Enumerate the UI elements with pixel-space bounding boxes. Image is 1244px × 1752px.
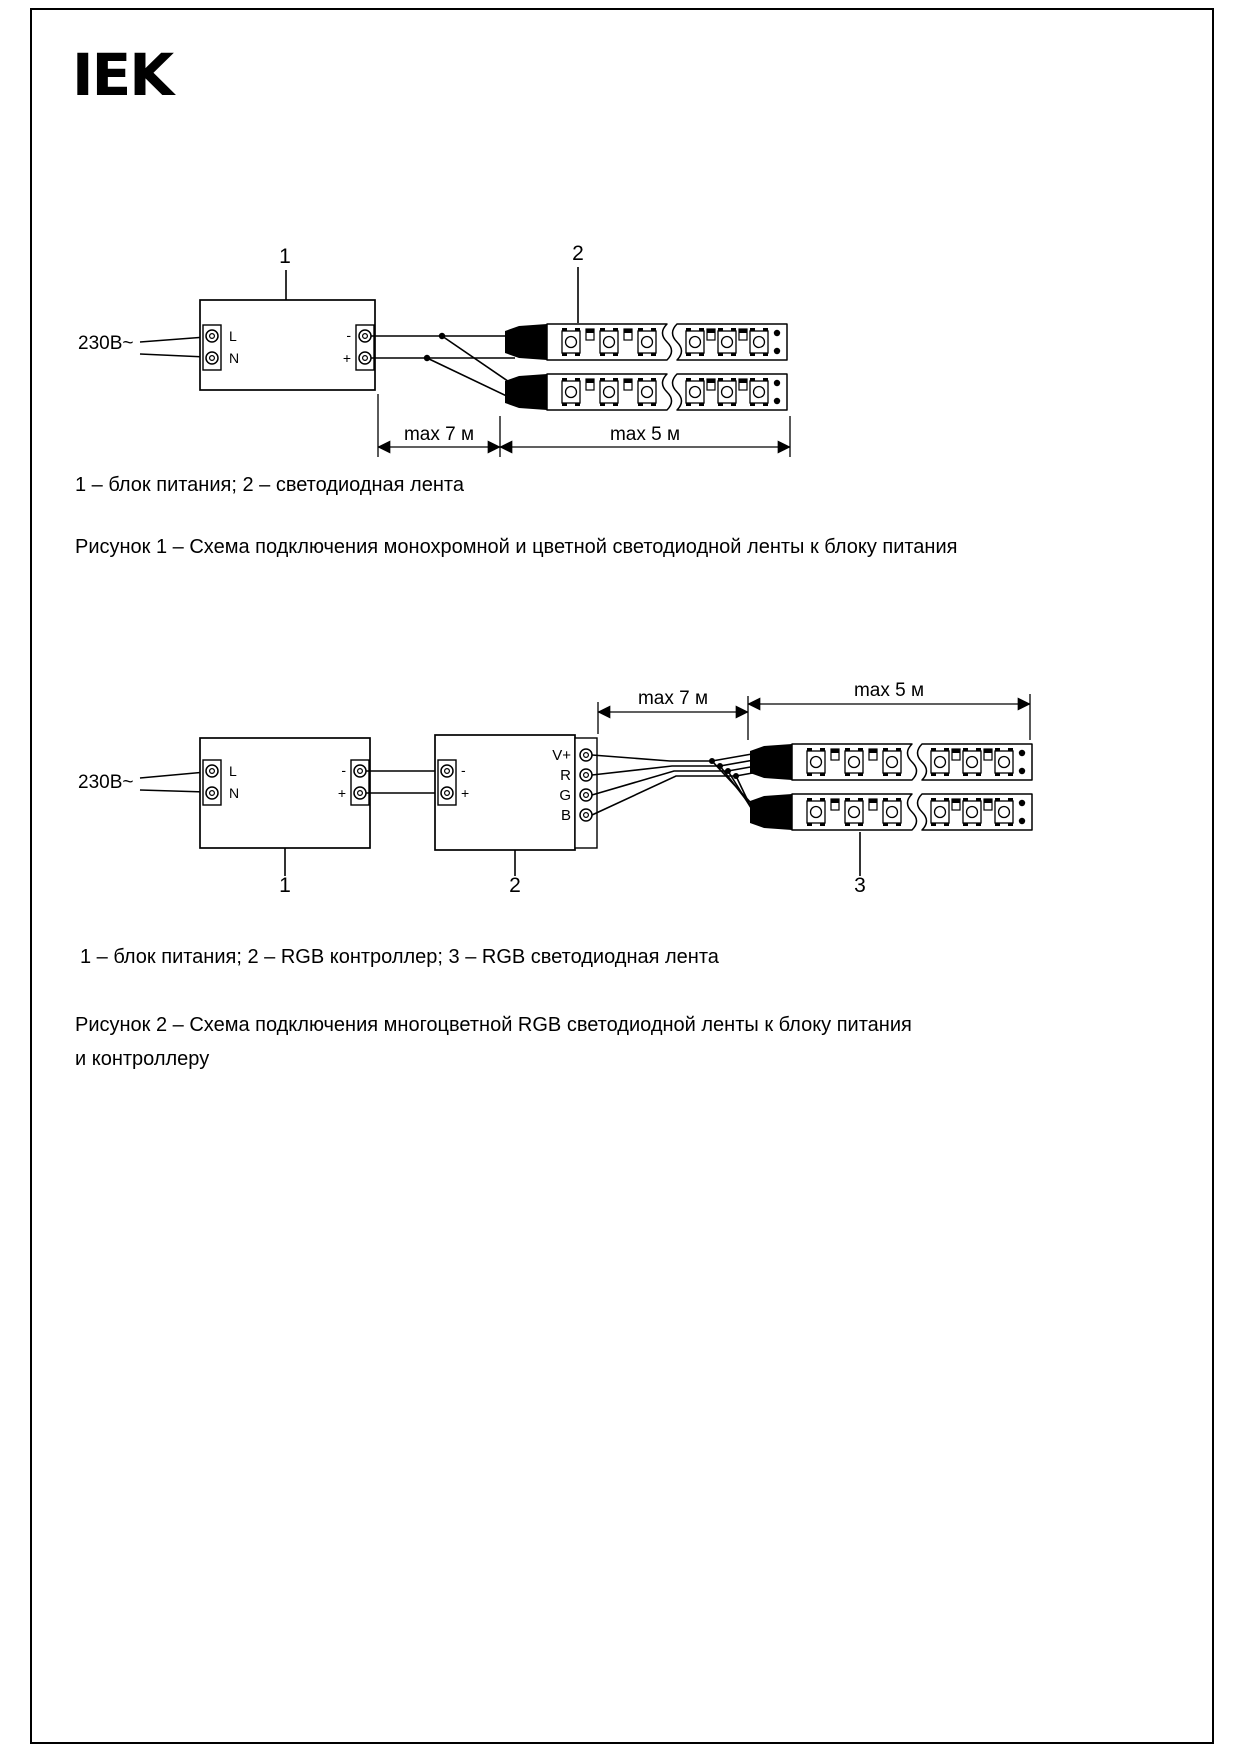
fig2-psu-label-minus: - — [341, 762, 346, 778]
fig2-title-line1: Рисунок 2 – Схема подключения многоцветн… — [75, 1014, 912, 1036]
fig2-controller-terminal-plus-icon — [440, 786, 454, 800]
fig2-dim-7m-label: max 7 м — [638, 688, 708, 709]
fig2-power-supply: L N - + — [199, 737, 371, 849]
fig1-psu-body — [199, 299, 376, 391]
fig1-psu-terminal-l-icon — [205, 329, 219, 343]
fig1-output-wires — [371, 332, 516, 401]
fig1-dim-7m-label: max 7 м — [404, 424, 474, 445]
fig1-psu-label-n: N — [229, 350, 239, 366]
fig2-rgb-strip-bottom — [750, 794, 1032, 830]
fig1-psu-label-plus: + — [343, 350, 351, 366]
fig1-psu-terminal-plus-icon — [358, 351, 372, 365]
fig1-marker-2-label: 2 — [572, 242, 584, 265]
fig2-label-r: R — [560, 767, 571, 784]
fig1-marker-2: 2 — [572, 242, 584, 323]
fig2-rgb-strip-top — [750, 744, 1032, 780]
fig2-label-vplus: V+ — [552, 747, 571, 764]
fig2-mains-wires — [139, 771, 207, 793]
figure1-diagram: 1 2 230В~ L N - + — [78, 242, 791, 457]
fig2-marker-2: 2 — [509, 850, 521, 897]
fig2-terminal-b-icon — [579, 808, 593, 822]
fig2-marker-3-label: 3 — [854, 874, 866, 897]
fig2-marker-1-label: 1 — [279, 874, 291, 897]
fig1-psu-label-l: L — [229, 328, 237, 344]
page-border — [30, 8, 1214, 1744]
fig2-controller-label-plus: + — [461, 785, 469, 801]
fig2-rgb-wires — [591, 753, 759, 823]
fig2-psu-terminal-n-icon — [205, 786, 219, 800]
fig1-power-supply: L N - + — [199, 299, 376, 391]
fig2-mains-voltage-label: 230В~ — [78, 772, 133, 793]
fig2-controller-body — [434, 734, 576, 851]
fig2-psu-label-l: L — [229, 763, 237, 779]
fig1-mains-voltage-label: 230В~ — [78, 333, 133, 354]
fig1-led-strip-top — [505, 324, 787, 360]
fig2-terminal-vplus-icon — [579, 748, 593, 762]
fig2-psu-to-controller-wires — [366, 770, 441, 794]
fig1-mains-wires — [139, 336, 207, 358]
fig2-legend: 1 – блок питания; 2 – RGB контроллер; 3 … — [80, 946, 719, 968]
fig2-marker-3: 3 — [854, 832, 866, 897]
fig2-controller-terminal-minus-icon — [440, 764, 454, 778]
fig1-led-strip-bottom — [505, 374, 787, 410]
fig2-psu-body — [199, 737, 371, 849]
fig1-legend: 1 – блок питания; 2 – светодиодная лента — [75, 474, 464, 496]
fig2-psu-label-n: N — [229, 785, 239, 801]
fig1-marker-1-label: 1 — [279, 245, 291, 268]
figure2-diagram: max 7 м max 5 м 230В~ L N - + — [78, 680, 1080, 897]
fig1-psu-terminal-minus-icon — [358, 329, 372, 343]
fig1-psu-terminal-n-icon — [205, 351, 219, 365]
fig1-dim-5m-label: max 5 м — [610, 424, 680, 445]
fig2-title: Рисунок 2 – Схема подключения многоцветн… — [75, 1008, 912, 1076]
fig1-title: Рисунок 1 – Схема подключения монохромно… — [75, 536, 958, 558]
fig2-terminal-g-icon — [579, 788, 593, 802]
fig2-psu-terminal-minus-icon — [353, 764, 367, 778]
fig2-rgb-controller: - + V+ R G B — [434, 734, 598, 851]
fig2-label-g: G — [559, 787, 571, 804]
fig2-psu-terminal-plus-icon — [353, 786, 367, 800]
fig2-terminal-r-icon — [579, 768, 593, 782]
fig2-psu-label-plus: + — [338, 785, 346, 801]
fig2-marker-2-label: 2 — [509, 874, 521, 897]
fig1-psu-label-minus: - — [346, 327, 351, 343]
fig2-controller-label-minus: - — [461, 762, 466, 778]
fig2-label-b: B — [561, 807, 571, 824]
fig2-psu-terminal-l-icon — [205, 764, 219, 778]
fig2-dim-5m-label: max 5 м — [854, 680, 924, 701]
fig1-dimensions: max 7 м max 5 м — [377, 394, 791, 457]
iek-logo: IEK — [72, 41, 174, 109]
fig2-dimensions: max 7 м max 5 м — [597, 680, 1031, 740]
fig2-title-line2: и контроллеру — [75, 1048, 210, 1070]
fig2-marker-1: 1 — [279, 848, 291, 897]
